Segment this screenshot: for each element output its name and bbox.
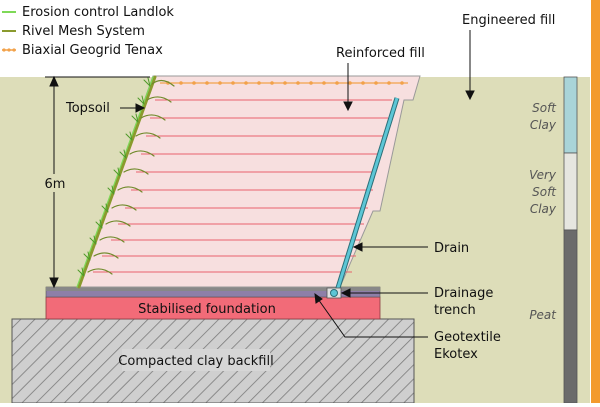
drainage-trench-arrow [340, 288, 428, 298]
soil-label-soft: Soft [532, 101, 557, 115]
top-geogrid-tenax [160, 81, 408, 85]
soil-label-peat: Peat [529, 308, 557, 322]
legend: Erosion control Landlok Rivel Mesh Syste… [0, 0, 212, 58]
drainage-trench-label-2: trench [434, 303, 476, 318]
engineered-fill-label: Engineered fill [462, 13, 555, 28]
reinforced-fill-label: Reinforced fill [336, 46, 425, 61]
topsoil-arrow [120, 103, 146, 113]
legend-label-rivel: Rivel Mesh System [22, 24, 145, 39]
accent-bar [591, 0, 600, 403]
soil-layer-very-soft-clay [563, 152, 578, 231]
soil-label-very: Very [529, 168, 557, 182]
slope-vegetation [76, 75, 175, 289]
geotextile-arrow [314, 292, 428, 338]
drain-pipe [334, 97, 400, 292]
geogrid-layers [93, 99, 392, 273]
topsoil-label: Topsoil [65, 101, 110, 116]
geotextile-label-1: Geotextile [434, 330, 501, 345]
soil-layer-soft-clay [563, 76, 578, 154]
geotextile-layer-top [46, 287, 380, 291]
compacted-backfill-label: Compacted clay backfill [118, 354, 273, 369]
backfill-label-bg [122, 349, 270, 371]
legend-item-tenax: Biaxial Geogrid Tenax [2, 43, 163, 58]
reinforced-fill-body [77, 75, 421, 288]
soil-label-clay-2: Clay [530, 202, 557, 216]
geotextile-label-2: Ekotex [434, 347, 478, 362]
height-label-bg [40, 174, 70, 192]
legend-label-landlok: Erosion control Landlok [22, 5, 174, 20]
soil-layer-peat [563, 229, 578, 404]
drain-arrow [352, 242, 428, 252]
legend-item-rivel: Rivel Mesh System [2, 24, 145, 39]
reinforced-fill-arrow [343, 63, 353, 112]
legend-item-landlok: Erosion control Landlok [2, 5, 174, 20]
height-label: 6m [45, 177, 66, 192]
soil-label-clay: Clay [530, 118, 557, 132]
drainage-trench-pipe [330, 289, 338, 297]
engineered-fill-arrow [465, 30, 475, 101]
soil-label-soft-2: Soft [532, 185, 557, 199]
drainage-trench-label-1: Drainage [434, 286, 493, 301]
drain-label: Drain [434, 241, 469, 256]
legend-label-tenax: Biaxial Geogrid Tenax [22, 43, 163, 58]
soil-column: Soft Clay Very Soft Clay Peat [529, 76, 578, 404]
stabilised-foundation-label: Stabilised foundation [138, 302, 276, 317]
